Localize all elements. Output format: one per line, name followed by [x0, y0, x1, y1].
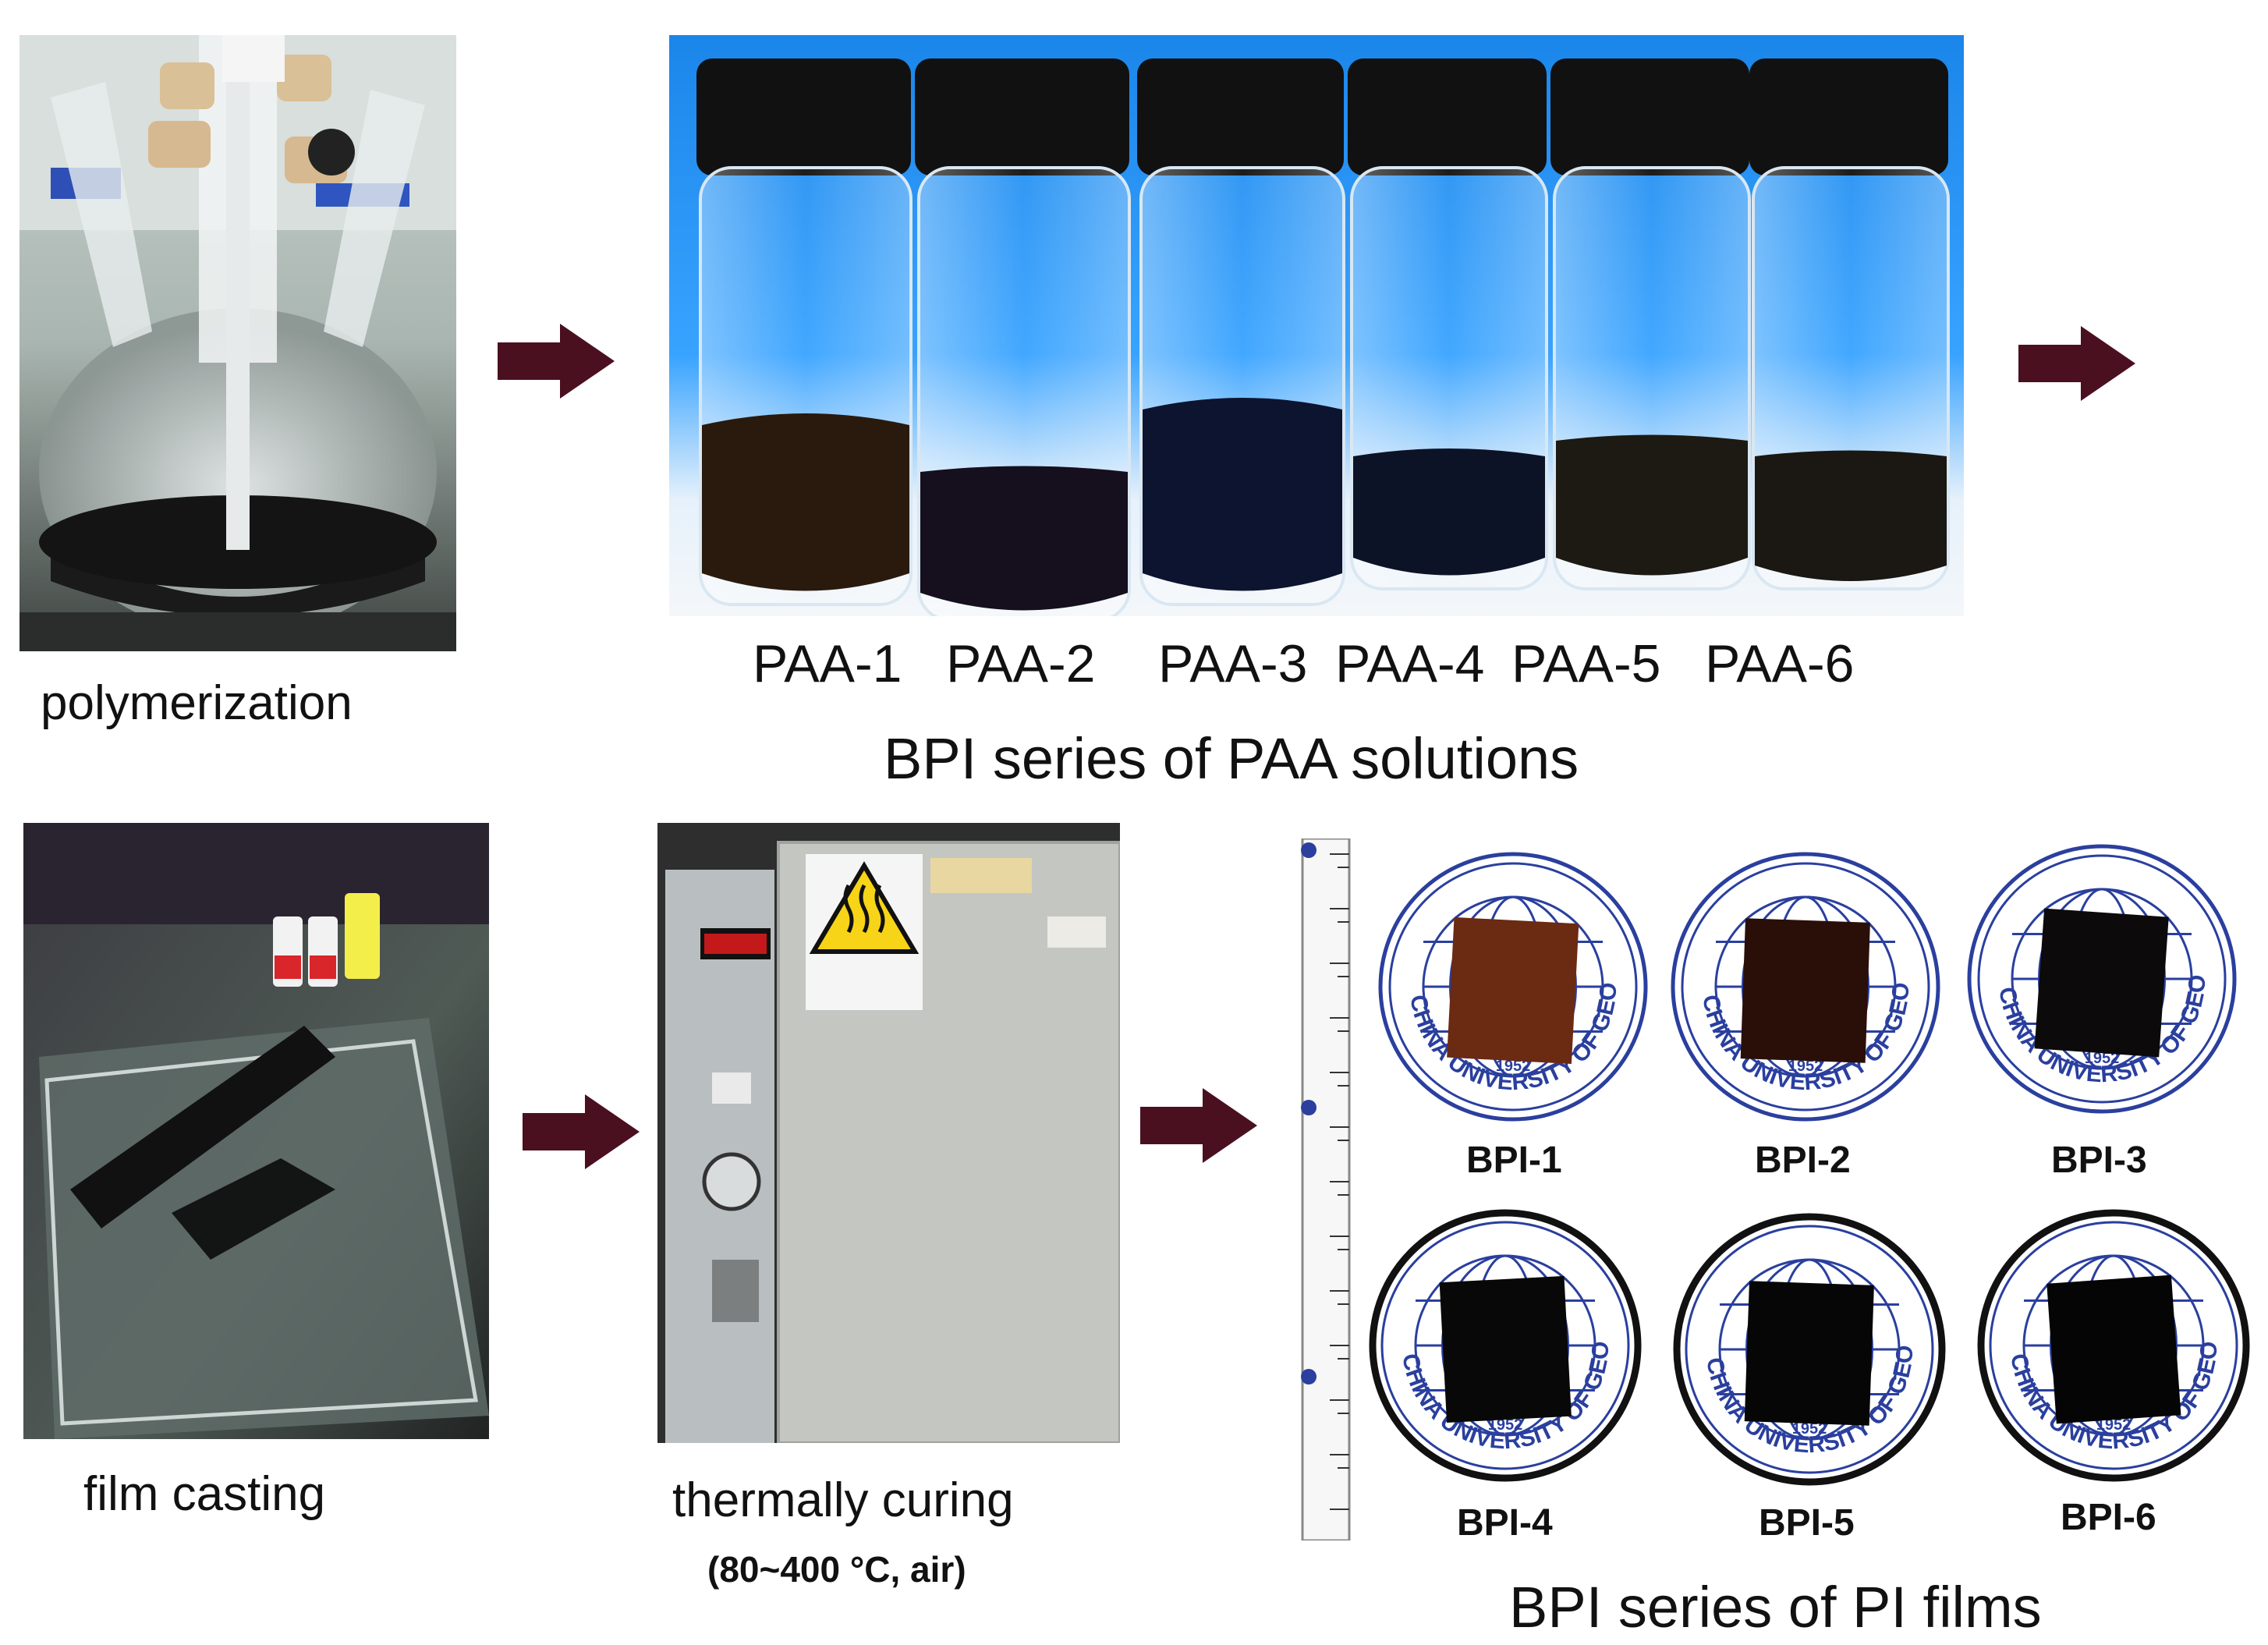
ruler: [1301, 838, 1351, 1540]
paa-label-3: PAA-3: [1158, 634, 1308, 693]
pi-film-seal: CHINA UNIVERSITY OF GEOSCIENCES1952: [1361, 842, 1940, 1122]
svg-text:1952: 1952: [1792, 1420, 1827, 1438]
svg-text:1952: 1952: [1496, 1058, 1531, 1075]
thermal-curing-oven-photo: [657, 823, 1120, 1443]
arrow-right-icon: [498, 324, 615, 399]
step-polymerization-label: polymerization: [41, 676, 353, 730]
pi-films-panel: CHINA UNIVERSITY OF GEOSCIENCES1952CHINA…: [1361, 842, 2250, 1486]
paa-series-caption: BPI series of PAA solutions: [884, 726, 1579, 791]
svg-text:1952: 1952: [1488, 1416, 1523, 1434]
polymerization-photo: [19, 35, 456, 651]
step-thermally-curing-label: thermally curing: [672, 1473, 1014, 1527]
paa-label-5: PAA-5: [1511, 634, 1661, 693]
paa-label-4: PAA-4: [1335, 634, 1485, 693]
bpi-label-3: BPI-3: [2051, 1140, 2147, 1181]
vial-group: [696, 58, 1950, 616]
paa-label-6: PAA-6: [1705, 634, 1855, 693]
curing-conditions-label: (80~400 °C, air): [707, 1549, 966, 1590]
paa-vials-photo: [669, 35, 1964, 616]
pi-film-sample: [1740, 918, 1870, 1063]
pi-film-sample: [1439, 1275, 1572, 1423]
svg-text:1952: 1952: [2096, 1416, 2132, 1434]
step-film-casting-label: film casting: [83, 1467, 326, 1521]
bpi-label-5: BPI-5: [1759, 1502, 1855, 1544]
pi-film-seal: CHINA UNIVERSITY OF GEOSCIENCES1952: [1361, 842, 1648, 1122]
pi-film-sample: [2047, 1275, 2181, 1424]
pi-film-sample: [1744, 1281, 1874, 1426]
pi-film-sample: [2034, 908, 2169, 1058]
paa-label-1: PAA-1: [753, 634, 902, 693]
bpi-label-2: BPI-2: [1755, 1140, 1851, 1181]
bpi-label-6: BPI-6: [2061, 1497, 2156, 1538]
arrow-right-icon: [2018, 326, 2135, 401]
arrow-right-icon: [523, 1094, 640, 1169]
pi-film-sample: [1447, 916, 1579, 1065]
svg-text:1952: 1952: [2085, 1050, 2120, 1067]
paa-label-2: PAA-2: [946, 634, 1096, 693]
bpi-label-1: BPI-1: [1466, 1140, 1562, 1181]
arrow-right-icon: [1140, 1088, 1257, 1163]
svg-text:1952: 1952: [1788, 1058, 1823, 1075]
pi-series-caption: BPI series of PI films: [1509, 1575, 2042, 1640]
bpi-label-4: BPI-4: [1457, 1502, 1553, 1544]
film-casting-photo: [23, 823, 489, 1439]
